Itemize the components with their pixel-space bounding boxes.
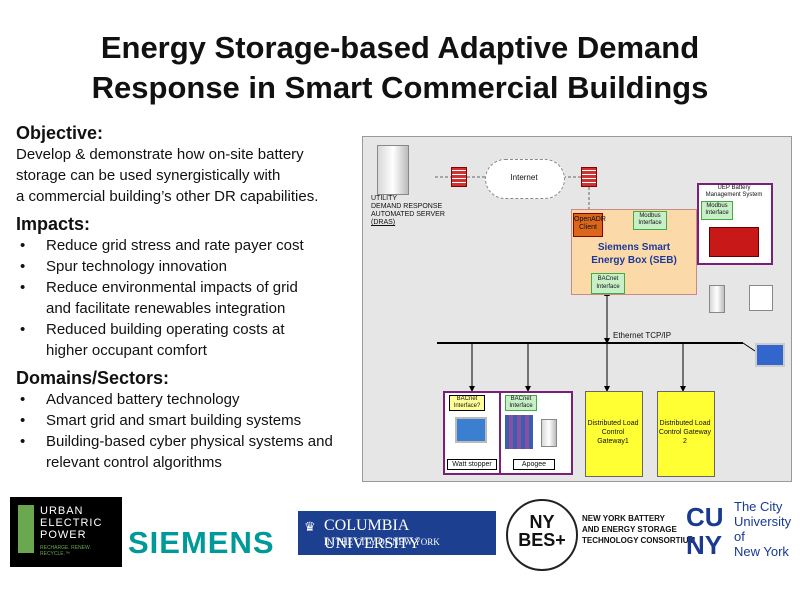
server-icon bbox=[541, 419, 557, 447]
logo-bar: URBAN ELECTRIC POWER RECHARGE. RENEW. RE… bbox=[0, 495, 800, 595]
page-title: Energy Storage-based Adaptive Demand Res… bbox=[0, 28, 800, 108]
bacnet-interface-box: BACnet Interface? bbox=[449, 395, 485, 411]
bacnet-interface-box: BACnet Interface bbox=[591, 273, 625, 294]
uep-logo: URBAN ELECTRIC POWER RECHARGE. RENEW. RE… bbox=[10, 497, 122, 567]
computer-tower-icon bbox=[709, 285, 725, 313]
bullet-icon: • bbox=[20, 391, 26, 408]
openadr-client-box: OpenADR Client bbox=[573, 213, 606, 237]
cuny-text: The City University of New York bbox=[734, 499, 792, 559]
apogee-panel-icon bbox=[505, 415, 533, 449]
objective-heading: Objective: bbox=[16, 123, 104, 143]
battery-icon bbox=[709, 227, 759, 257]
objective-line: Develop & demonstrate how on-site batter… bbox=[16, 146, 304, 163]
architecture-diagram: UTILITY DEMAND RESPONSE AUTOMATED SERVER… bbox=[362, 136, 792, 482]
bacnet-interface-box: BACnet Interface bbox=[505, 395, 537, 411]
nybest-logo: NY BES+ bbox=[506, 499, 578, 571]
seb-label: Siemens Smart Energy Box (SEB) bbox=[591, 242, 677, 266]
list-item: •Reduce grid stress and rate payer cost bbox=[20, 237, 304, 254]
title-line-1: Energy Storage-based Adaptive Demand bbox=[100, 30, 700, 65]
objective-line: storage can be used synergistically with bbox=[16, 167, 281, 184]
bullet-icon: • bbox=[20, 412, 26, 429]
battery-icon bbox=[18, 505, 34, 553]
nybest-text: NEW YORK BATTERY AND ENERGY STORAGE TECH… bbox=[582, 514, 696, 545]
bullet-icon: • bbox=[20, 279, 26, 296]
cuny-logo: CU NY bbox=[686, 502, 724, 560]
monitor-icon bbox=[755, 343, 785, 367]
firewall-icon bbox=[451, 167, 467, 187]
display-panel-icon bbox=[749, 285, 773, 311]
list-item: •Building-based cyber physical systems a… bbox=[20, 433, 333, 471]
connector-lines bbox=[435, 176, 756, 392]
gateway-2-label: Distributed Load Control Gateway 2 bbox=[658, 420, 712, 445]
computer-icon bbox=[455, 417, 487, 443]
ethernet-label: Ethernet TCP/IP bbox=[613, 331, 672, 340]
domains-list: •Advanced battery technology •Smart grid… bbox=[16, 389, 361, 473]
modbus-interface-box: Modbus Interface bbox=[633, 211, 667, 230]
columbia-logo: ♛ COLUMBIA UNIVERSITY IN THE CITY OF NEW… bbox=[298, 511, 496, 555]
list-item: •Spur technology innovation bbox=[20, 258, 227, 275]
gateway-1-label: Distributed Load Control Gateway1 bbox=[587, 420, 639, 445]
utility-dras-label: UTILITY DEMAND RESPONSE AUTOMATED SERVER… bbox=[371, 195, 445, 226]
gateway-2-box bbox=[657, 391, 715, 477]
bullet-icon: • bbox=[20, 321, 26, 338]
crown-icon: ♛ bbox=[304, 519, 316, 534]
siemens-logo: SIEMENS bbox=[128, 525, 275, 560]
bullet-icon: • bbox=[20, 433, 26, 450]
list-item: •Smart grid and smart building systems bbox=[20, 412, 302, 429]
impacts-list: •Reduce grid stress and rate payer cost … bbox=[16, 235, 361, 361]
impacts-heading: Impacts: bbox=[16, 214, 91, 234]
bullet-icon: • bbox=[20, 237, 26, 254]
domains-heading: Domains/Sectors: bbox=[16, 368, 170, 388]
apogee-label: Apogee bbox=[513, 459, 555, 470]
title-line-2: Response in Smart Commercial Buildings bbox=[91, 70, 709, 105]
bullet-icon: • bbox=[20, 258, 26, 275]
firewall-icon bbox=[581, 167, 597, 187]
cloud-icon bbox=[485, 159, 565, 199]
gateway-1-box bbox=[585, 391, 643, 477]
modbus-interface-box: Modbus Interface bbox=[701, 201, 733, 220]
objective-line: a commercial building’s other DR capabil… bbox=[16, 188, 319, 205]
watt-stopper-label: Watt stopper bbox=[447, 459, 497, 470]
internet-label: Internet bbox=[510, 173, 538, 182]
content-panel: Objective: Develop & demonstrate how on-… bbox=[16, 122, 361, 473]
uep-bms-label: UEP Battery Management System bbox=[705, 185, 763, 198]
list-item: •Advanced battery technology bbox=[20, 391, 240, 408]
server-icon bbox=[377, 145, 409, 195]
